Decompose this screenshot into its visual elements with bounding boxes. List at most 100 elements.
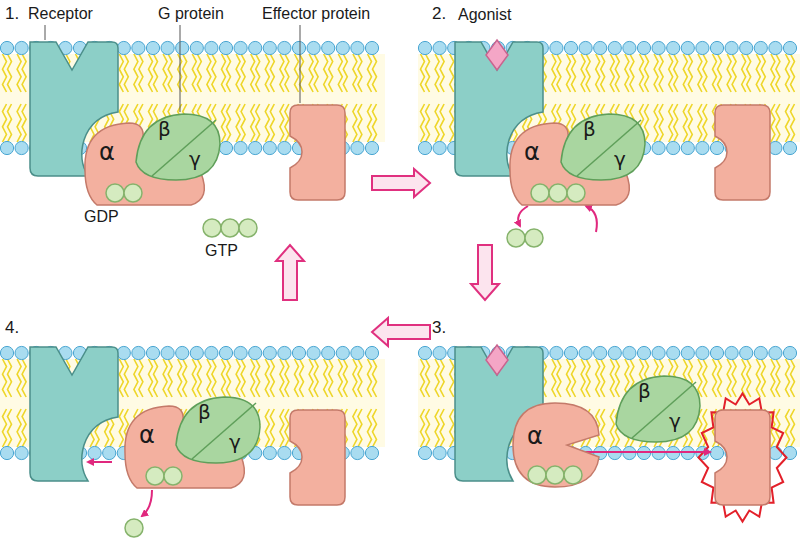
lipid-head	[132, 346, 145, 359]
lipid-head	[205, 346, 218, 359]
lipid-tail	[192, 54, 196, 92]
subunit-letter: γ	[189, 148, 201, 171]
lipid-tail	[654, 54, 658, 92]
lipid-tail	[338, 359, 342, 397]
step-panel: 4.αβγ	[0, 300, 372, 543]
lipid-tail	[119, 359, 123, 397]
lipid-head	[322, 41, 335, 54]
lipid-tail	[17, 409, 21, 447]
lipid-head	[307, 346, 320, 359]
lipid-tail	[183, 359, 187, 397]
lipid-head	[740, 346, 753, 359]
lipid-head	[564, 346, 577, 359]
lipid-tail	[581, 54, 585, 92]
lipid-tail	[300, 359, 304, 397]
phosphate-circle	[507, 229, 525, 247]
lipid-tail	[786, 409, 790, 447]
lipid-tail	[368, 409, 372, 447]
lipid-tail	[270, 54, 274, 92]
lipid-tail	[251, 104, 255, 142]
lipid-tail	[421, 54, 425, 92]
phosphate-circle	[546, 466, 564, 484]
lipid-tail	[596, 359, 600, 397]
lipid-tail	[747, 359, 751, 397]
step-panel: 1.αβγ	[0, 0, 372, 245]
lipid-tail	[776, 359, 780, 397]
subunit-letter: α	[99, 139, 115, 167]
lipid-head	[307, 41, 320, 54]
lipid-head	[15, 346, 28, 359]
lipid-tail	[421, 104, 425, 142]
lipid-tail	[139, 54, 143, 92]
lipid-tail	[222, 359, 226, 397]
lipid-head	[550, 346, 563, 359]
lipid-tail	[295, 359, 299, 397]
lipid-tail	[596, 54, 600, 92]
lipid-head	[710, 141, 723, 154]
phosphate-circle	[203, 219, 221, 237]
lipid-tail	[3, 409, 7, 447]
lipid-tail	[207, 359, 211, 397]
lipid-tail	[168, 54, 172, 92]
lipid-tail	[698, 104, 702, 142]
lipid-head	[652, 41, 665, 54]
lipid-tail	[703, 359, 707, 397]
beta-gamma-shape	[616, 376, 700, 442]
lipid-head	[783, 141, 796, 154]
lipid-head	[608, 346, 621, 359]
phosphate-circle	[239, 219, 257, 237]
lipid-head	[365, 41, 378, 54]
lipid-tail	[674, 54, 678, 92]
lipid-tail	[309, 54, 313, 92]
lipid-tail	[727, 359, 731, 397]
part-label: Receptor	[28, 5, 93, 23]
leader-line	[180, 25, 181, 112]
lipid-tail	[645, 104, 649, 142]
part-label: Effector protein	[262, 5, 370, 23]
lipid-tail	[435, 409, 439, 447]
lipid-tail	[776, 104, 780, 142]
subunit-letter: β	[638, 380, 651, 403]
subunit-letter: α	[139, 422, 155, 450]
receptor	[30, 347, 118, 481]
lipid-head	[132, 41, 145, 54]
lipid-tail	[241, 54, 245, 92]
lipid-head	[769, 41, 782, 54]
lipid-tail	[154, 54, 158, 92]
lipid-tail	[8, 359, 12, 397]
phosphate-circle	[221, 219, 239, 237]
subunit-letter: α	[527, 423, 543, 451]
lipid-tail	[270, 409, 274, 447]
lipid-tail	[440, 54, 444, 92]
subunit-letter: α	[524, 139, 540, 167]
lipid-head	[418, 346, 431, 359]
lipid-head	[336, 346, 349, 359]
lipid-tail	[698, 359, 702, 397]
lipid-tail	[747, 54, 751, 92]
lipid-head	[146, 346, 159, 359]
lipid-tail	[601, 359, 605, 397]
lipid-tail	[659, 104, 663, 142]
lipid-head	[219, 41, 232, 54]
lipid-tail	[207, 54, 211, 92]
lipid-tail	[771, 104, 775, 142]
lipid-head	[564, 41, 577, 54]
lipid-tail	[567, 54, 571, 92]
lipid-head	[637, 41, 650, 54]
activation-burst	[699, 394, 787, 522]
lipid-tail	[703, 104, 707, 142]
step-number: 2.	[432, 4, 446, 24]
lipid-head	[0, 446, 13, 459]
lipid-tail	[572, 54, 576, 92]
lipid-tail	[727, 54, 731, 92]
lipid-tail	[227, 54, 231, 92]
lipid-head	[710, 446, 723, 459]
lipid-tail	[713, 54, 717, 92]
lipid-tail	[440, 409, 444, 447]
lipid-head	[322, 346, 335, 359]
beta-gamma-subunit: βγ	[132, 110, 224, 182]
lipid-tail	[435, 54, 439, 92]
lipid-tail	[791, 54, 795, 92]
lipid-head	[754, 41, 767, 54]
